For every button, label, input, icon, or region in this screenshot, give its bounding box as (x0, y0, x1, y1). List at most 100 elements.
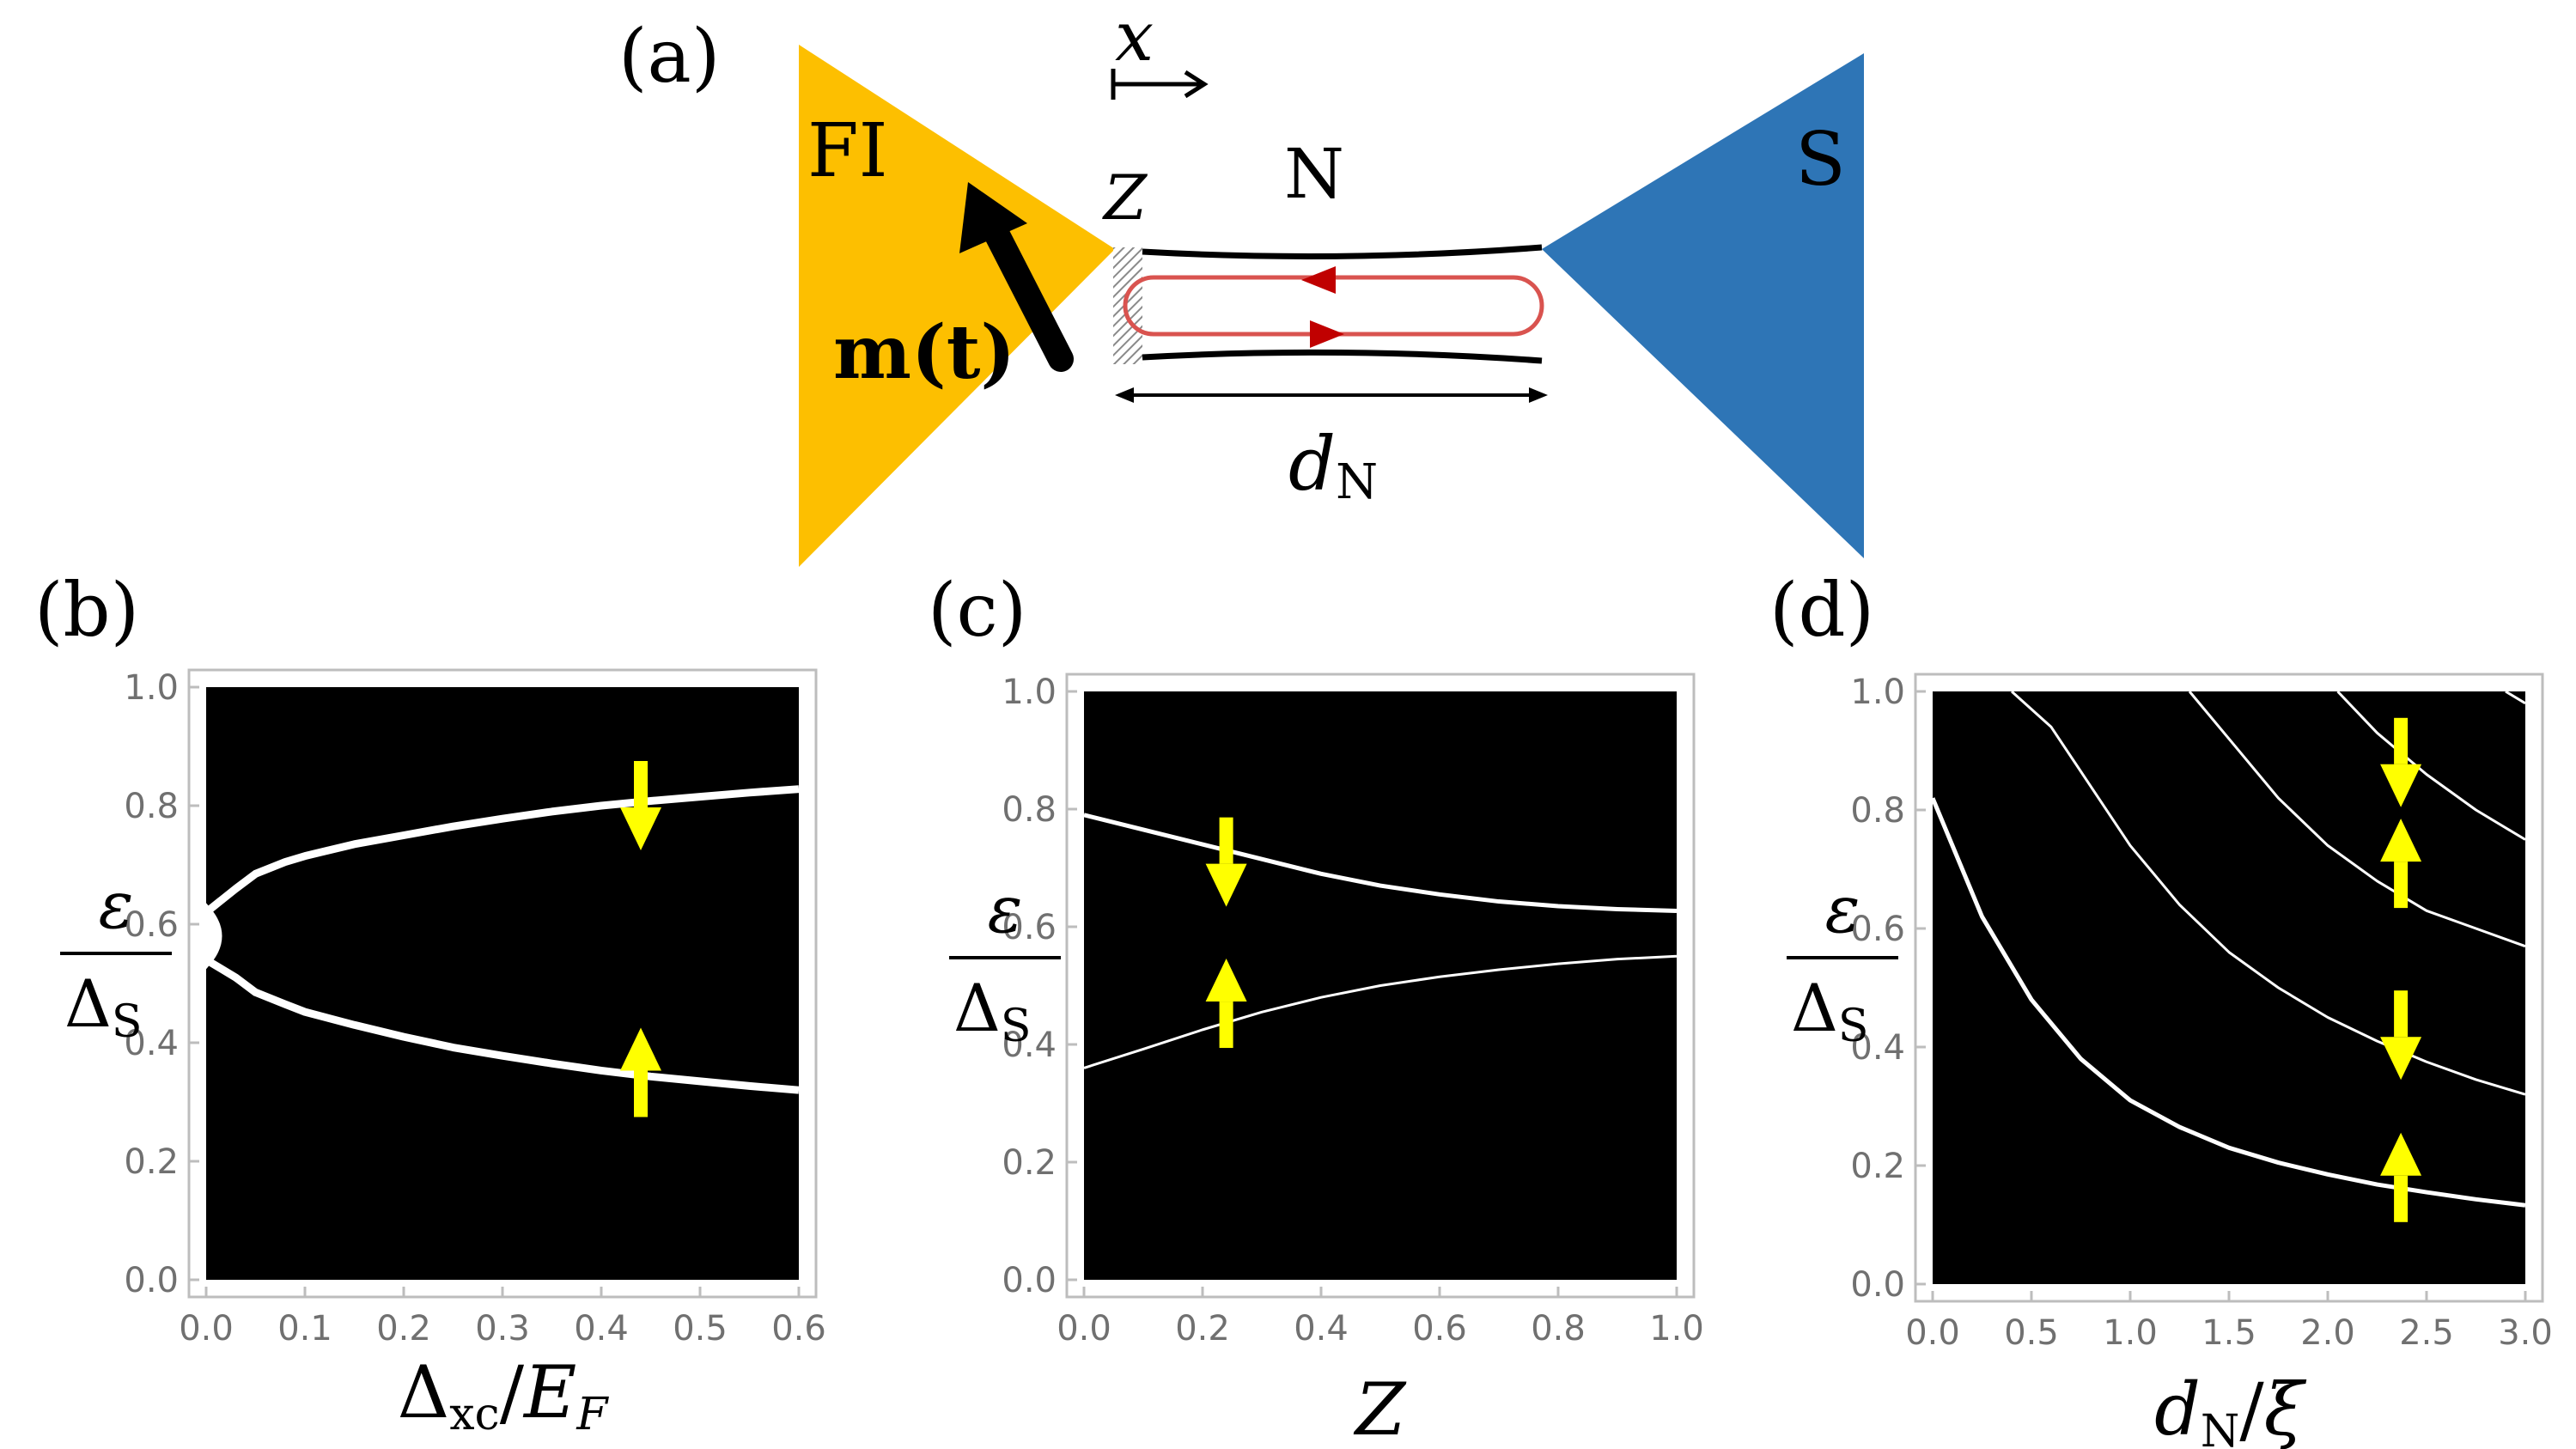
x-tick-label: 2.0 (2300, 1313, 2355, 1353)
x-tick-label: 0.6 (771, 1309, 826, 1349)
y-tick-label: 0.8 (1002, 790, 1057, 830)
y-tick-label: 0.6 (1002, 908, 1057, 947)
fi-triangle (799, 45, 1115, 567)
y-label-numerator: ε (988, 871, 1023, 947)
barrier-z (1113, 247, 1142, 364)
series-line-4 (2505, 690, 2526, 705)
y-tick-label: 0.4 (1002, 1026, 1057, 1065)
charts-group: (b) 0.0 0.2 0.4 0.6 0.8 1.0 0.0 0.1 0.2 0.3 0.4 0.5 0… (34, 568, 2553, 1449)
x-tick-label: 2.5 (2399, 1313, 2454, 1353)
spin-arrow-up (620, 1027, 661, 1117)
spin-arrow-up (1205, 959, 1247, 1049)
x-direction-arrow (1111, 69, 1209, 100)
plot-area (1933, 691, 2525, 1284)
x-tick-label: 0.5 (673, 1309, 728, 1349)
x-tick-label: 0.2 (376, 1309, 431, 1349)
x-tick-label: 1.0 (1649, 1309, 1704, 1349)
y-tick-label: 0.2 (124, 1142, 179, 1182)
branch-cusp (200, 895, 222, 977)
spin-arrow-up (2380, 1132, 2422, 1222)
x-tick-label: 0.2 (1175, 1309, 1230, 1349)
y-label-denominator: ΔS (953, 970, 1032, 1052)
x-tick-label: 1.5 (2201, 1313, 2256, 1353)
y-tick-label: 0.4 (124, 1024, 179, 1063)
chart-2: (d) 0.0 0.2 0.4 0.6 0.8 1.0 0.0 0.5 1.0 1.5 2.0 2.5 3… (1769, 568, 2553, 1449)
spin-arrow-down (2380, 990, 2422, 1081)
series-line-1 (204, 956, 800, 1094)
y-tick-label: 0.2 (1002, 1143, 1057, 1183)
y-axis-label: εΔS (60, 867, 172, 1048)
s-triangle (1542, 53, 1864, 558)
panel-a-schematic: (a) FI S N Z x m(t) (618, 0, 1864, 567)
x-label: x (1115, 0, 1154, 76)
x-tick-label: 0.0 (1057, 1309, 1111, 1349)
y-axis-label: εΔS (1787, 871, 1898, 1052)
y-label-numerator: ε (1825, 871, 1860, 947)
x-tick-label: 0.5 (2004, 1313, 2059, 1353)
panel-label: (c) (928, 568, 1026, 654)
series-line-3 (2336, 690, 2526, 841)
x-tick-label: 0.4 (1294, 1309, 1349, 1349)
dn-label-main: d (1288, 422, 1336, 508)
spin-arrow-down (2380, 717, 2422, 807)
x-axis-label: dN/ξ (2154, 1367, 2307, 1449)
dn-label-sub: N (1336, 454, 1378, 510)
y-label-denominator: ΔS (1791, 970, 1869, 1052)
plot-area (206, 687, 799, 1280)
x-tick-label: 0.6 (1412, 1309, 1467, 1349)
x-tick-label: 0.0 (1905, 1313, 1960, 1353)
spin-arrow-down (620, 761, 661, 850)
n-label: N (1284, 134, 1344, 214)
wire-top (1142, 244, 1543, 259)
y-tick-label: 0.8 (124, 787, 179, 826)
series-line-0 (204, 785, 800, 916)
y-tick-label: 0.8 (1850, 791, 1905, 831)
y-axis-label: εΔS (949, 871, 1061, 1052)
dn-dimension-arrow (1115, 387, 1548, 403)
x-tick-label: 0.0 (179, 1309, 234, 1349)
x-tick-label: 3.0 (2498, 1313, 2553, 1353)
fi-label: FI (807, 108, 888, 194)
series-line-1 (2010, 690, 2526, 1096)
series-line-0 (1083, 813, 1678, 914)
dn-label: dN (1288, 422, 1378, 510)
y-tick-label: 1.0 (124, 668, 179, 708)
y-tick-label: 0.4 (1850, 1028, 1905, 1068)
x-tick-label: 0.8 (1531, 1309, 1586, 1349)
y-tick-label: 0.2 (1850, 1147, 1905, 1186)
y-label-denominator: ΔS (64, 965, 143, 1048)
chart-0: (b) 0.0 0.2 0.4 0.6 0.8 1.0 0.0 0.1 0.2 0.3 0.4 0.5 0… (34, 568, 826, 1440)
y-tick-label: 0.0 (124, 1261, 179, 1300)
spin-arrow-up (2380, 819, 2422, 909)
x-tick-label: 0.4 (574, 1309, 629, 1349)
wire-bottom (1142, 349, 1543, 364)
chart-1: (c) 0.0 0.2 0.4 0.6 0.8 1.0 0.0 0.2 0.4 0.6 0.8 1.0 ε… (928, 568, 1704, 1449)
loop-arrow-left (1301, 266, 1336, 294)
panel-label: (b) (34, 568, 139, 654)
spin-arrow-down (1205, 817, 1247, 907)
x-axis-label: Δxc/EF (398, 1350, 610, 1440)
m-label: m(t) (833, 309, 1015, 396)
series-line-2 (2188, 691, 2526, 948)
y-tick-label: 1.0 (1850, 673, 1905, 712)
panel-label: (d) (1769, 568, 1874, 654)
y-tick-label: 0.6 (124, 905, 179, 945)
y-tick-label: 0.0 (1002, 1261, 1057, 1300)
y-tick-label: 0.6 (1850, 910, 1905, 949)
loop-arrow-right (1310, 320, 1344, 348)
m-label-text: m(t) (833, 309, 1015, 396)
y-tick-label: 1.0 (1002, 673, 1057, 712)
series-line-0 (1930, 797, 2526, 1208)
panel-a-label: (a) (618, 14, 720, 100)
y-tick-label: 0.0 (1850, 1265, 1905, 1305)
z-label: Z (1102, 161, 1148, 234)
y-label-numerator: ε (99, 867, 134, 943)
s-label: S (1795, 117, 1846, 203)
x-tick-label: 0.3 (475, 1309, 530, 1349)
x-tick-label: 0.1 (277, 1309, 332, 1349)
x-tick-label: 1.0 (2103, 1313, 2158, 1353)
magnetization-arrow (959, 182, 1074, 372)
series-line-1 (1083, 954, 1678, 1069)
plot-frame (1065, 673, 1696, 1299)
